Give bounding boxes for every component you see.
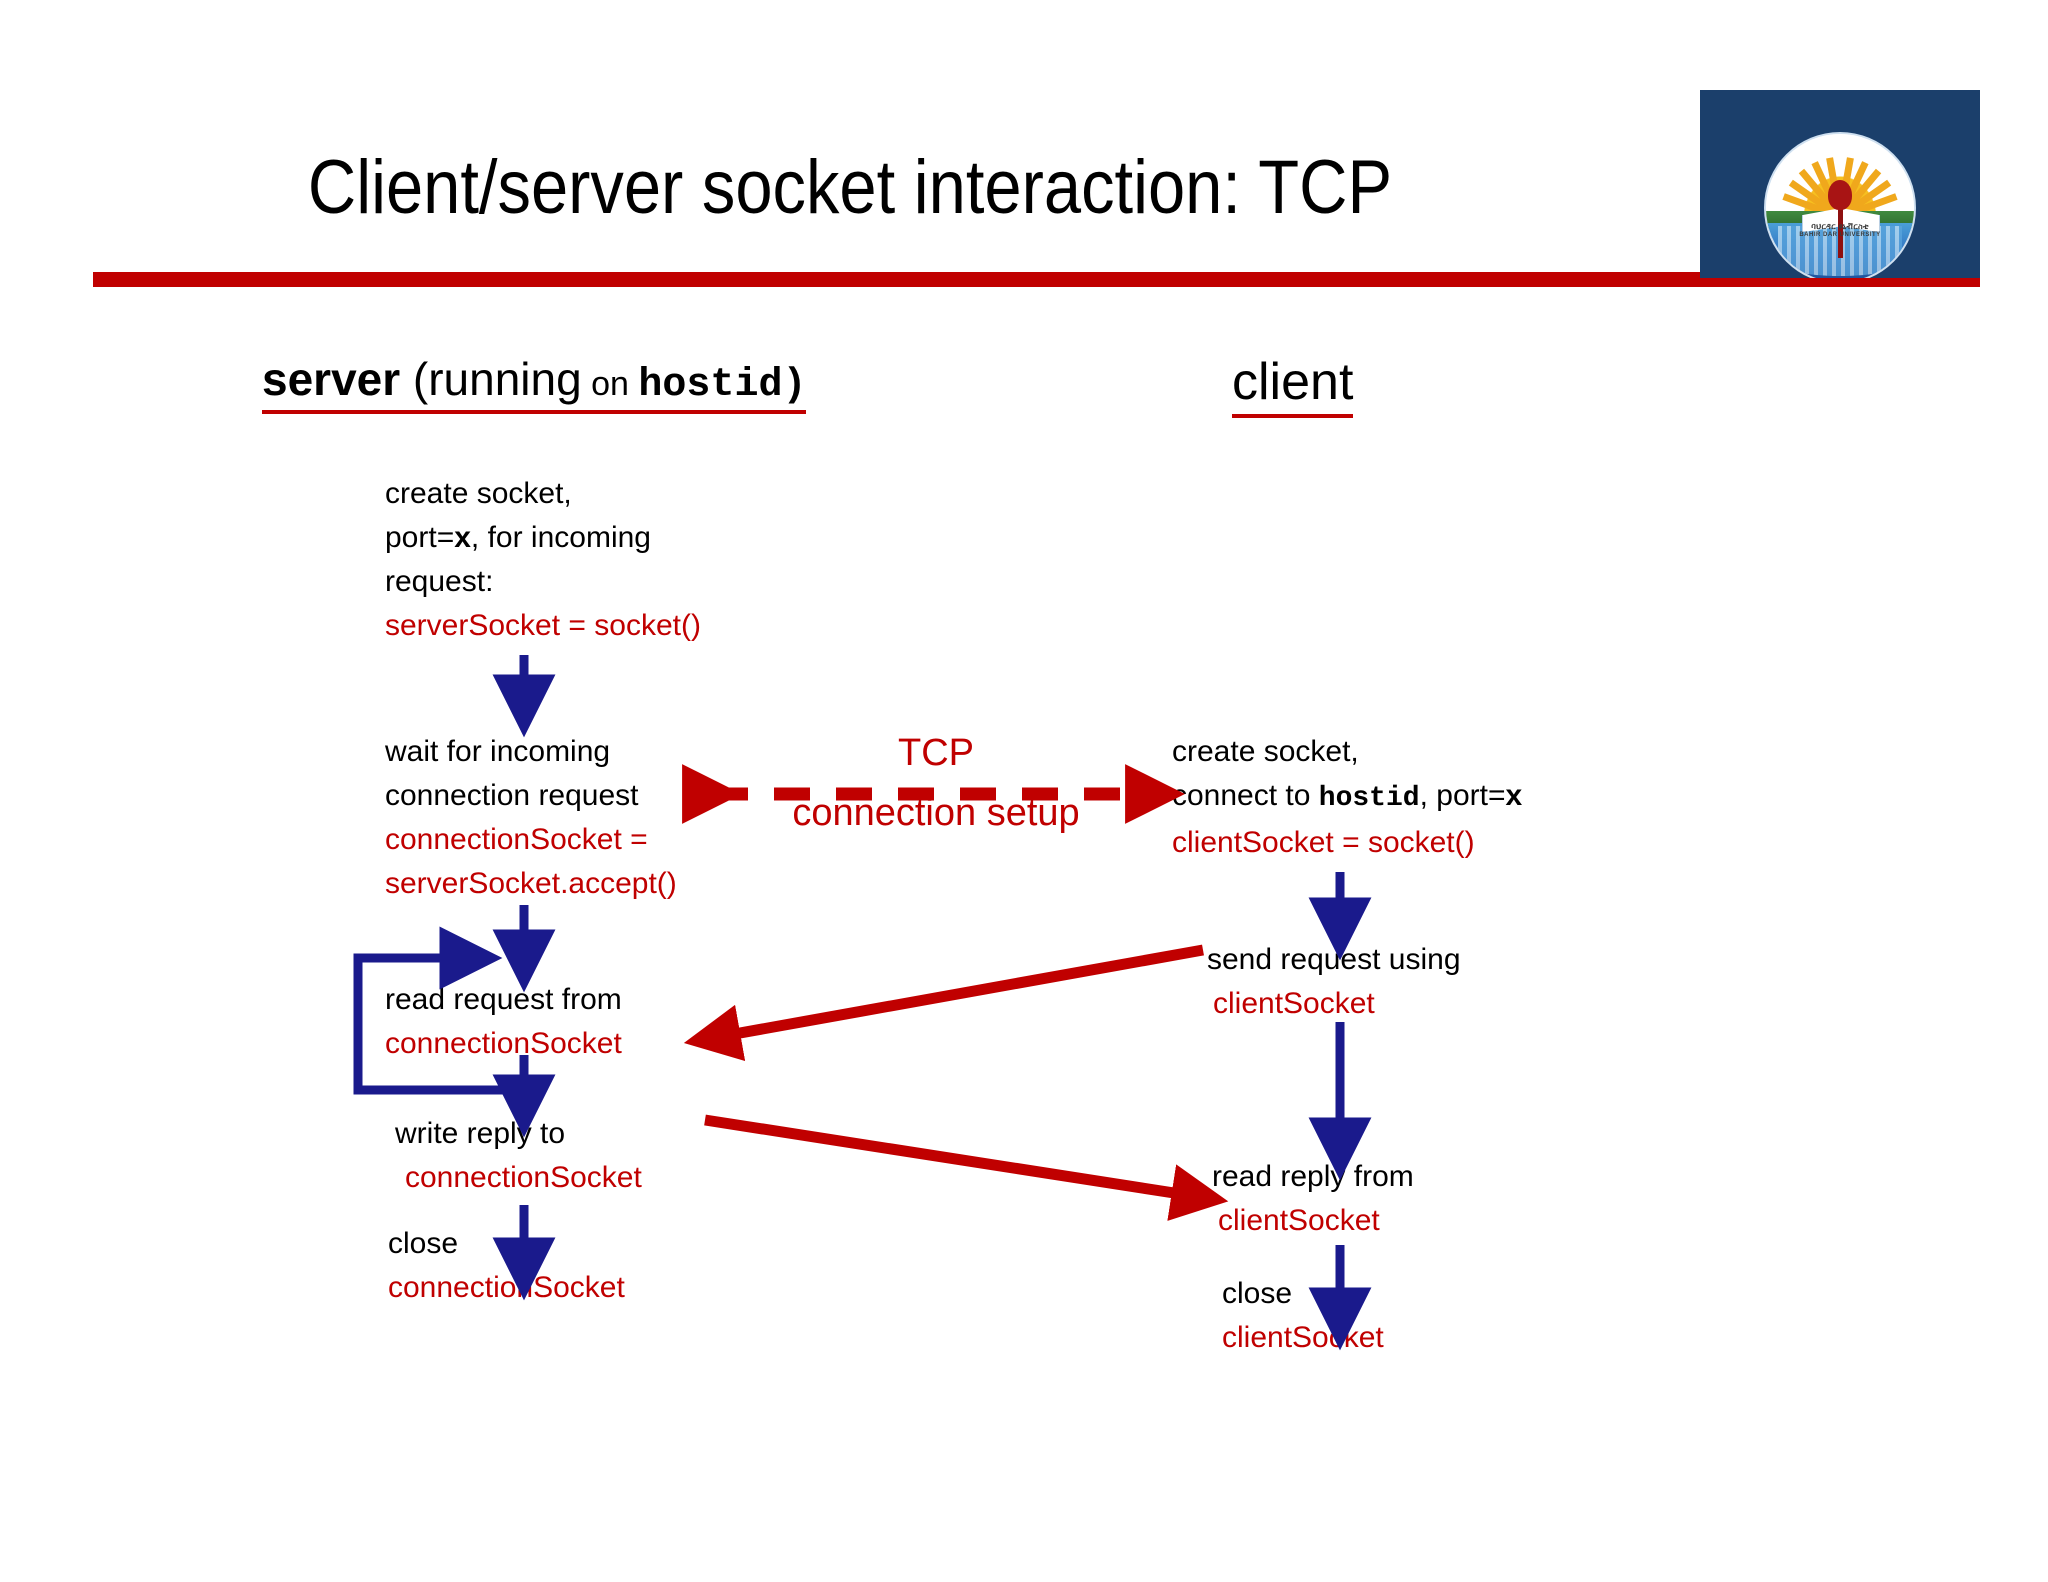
step-code-line: connectionSocket = bbox=[385, 823, 648, 856]
step-line: create socket, bbox=[385, 477, 572, 510]
page-title: Client/server socket interaction: TCP bbox=[307, 145, 1393, 230]
step-line: create socket, bbox=[1172, 735, 1359, 768]
step-line: port=x, for incoming bbox=[385, 521, 651, 554]
blue-loop-arrow-server-read-request bbox=[353, 926, 529, 1095]
server-heading-word: server bbox=[262, 353, 401, 405]
server-column-heading: server (running on hostid) bbox=[262, 352, 807, 414]
step-code-line: connectionSocket bbox=[405, 1161, 642, 1194]
server-heading-on: on bbox=[581, 365, 639, 403]
step-line: request: bbox=[385, 565, 494, 598]
step-code-line: connectionSocket bbox=[385, 1027, 622, 1060]
title-divider-bar bbox=[93, 272, 1980, 287]
step-line: close bbox=[388, 1227, 459, 1260]
red-arrow-request-client-to-server bbox=[683, 944, 1204, 1062]
step-code-line: clientSocket = socket() bbox=[1172, 826, 1475, 859]
red-arrow-reply-server-to-client bbox=[704, 1114, 1229, 1221]
step-code-line: serverSocket.accept() bbox=[385, 867, 677, 900]
client-step-send-request: send request using clientSocket bbox=[1207, 938, 1461, 1026]
step-line: close bbox=[1222, 1277, 1293, 1310]
client-step-create-socket: create socket, connect to hostid, port=x… bbox=[1172, 730, 1522, 865]
client-column-heading: client bbox=[1232, 352, 1354, 418]
server-heading-hostid: hostid) bbox=[638, 363, 807, 408]
bahir-dar-university-logo: ባህርዳር ዩኒቭርስቲ BAHIR DAR UNIVERSITY ከጥበቡ ዓ… bbox=[1700, 90, 1980, 278]
client-heading-word: client bbox=[1232, 352, 1354, 418]
step-code-line: serverSocket = socket() bbox=[385, 609, 701, 642]
server-heading-paren: (running bbox=[400, 353, 582, 405]
step-line: connect to hostid, port=x bbox=[1172, 779, 1523, 814]
step-code-line: clientSocket bbox=[1213, 987, 1375, 1020]
logo-torch-stem bbox=[1837, 193, 1843, 259]
step-line: wait for incoming bbox=[385, 735, 611, 768]
server-step-read-request: read request from connectionSocket bbox=[385, 978, 622, 1066]
logo-torch-flame bbox=[1828, 179, 1852, 210]
server-step-wait-for-connection: wait for incoming connection request con… bbox=[385, 730, 677, 906]
logo-emblem-disc: ባህርዳር ዩኒቭርስቲ BAHIR DAR UNIVERSITY bbox=[1766, 134, 1914, 278]
logo-university-name: ባህርዳር ዩኒቭርስቲ BAHIR DAR UNIVERSITY bbox=[1799, 222, 1881, 238]
step-code-line: clientSocket bbox=[1218, 1204, 1380, 1237]
step-line: connection request bbox=[385, 779, 639, 812]
server-step-create-socket: create socket, port=x, for incoming requ… bbox=[385, 472, 701, 648]
